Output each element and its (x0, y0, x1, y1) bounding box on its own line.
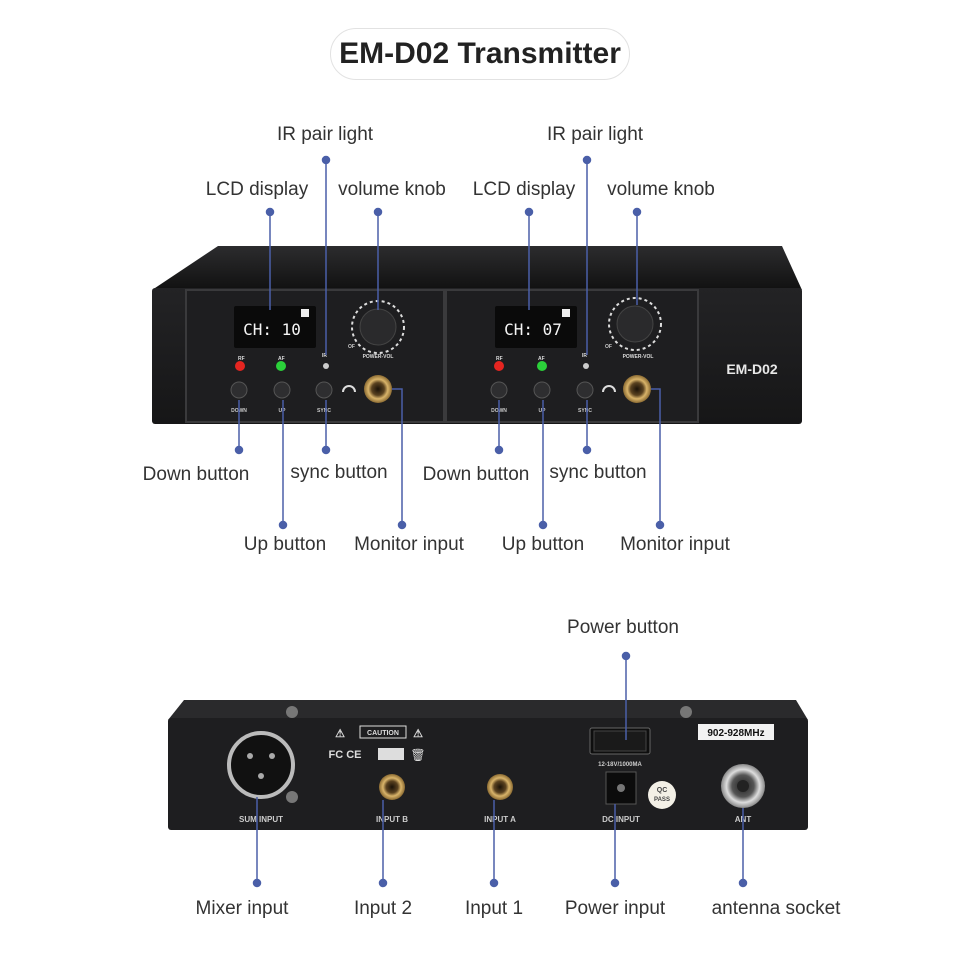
sync-button[interactable] (576, 381, 594, 399)
rf-led (494, 361, 504, 371)
mixer-input-label: Mixer input (195, 898, 289, 919)
xlr-connector[interactable] (227, 731, 295, 799)
brand-label: EM-D02 (726, 361, 778, 377)
down-button-label: Down button (422, 464, 530, 485)
headphone-icon (602, 385, 616, 393)
af-led (537, 361, 547, 371)
caution-box (359, 725, 407, 739)
rear-panel: SUM INPUT CAUTION ⚠ ⚠ FC CE 🗑 INPUT B IN… (168, 700, 808, 830)
pass-label: PASS (654, 797, 670, 803)
af-label: AF (278, 356, 285, 362)
knob-label: POWER-VOL (363, 354, 394, 360)
down-button[interactable] (490, 381, 508, 399)
knob-label: POWER-VOL (623, 354, 654, 360)
device-top-rear (168, 700, 808, 720)
lcd-display (495, 306, 577, 348)
lock-icon (562, 309, 570, 317)
af-label: AF (538, 356, 545, 362)
warning-icon: ⚠ (413, 728, 423, 740)
power-rating-label: 12-18V/1000MA (598, 762, 642, 768)
lcd-text: CH: 07 (504, 320, 562, 339)
ir-led (323, 363, 329, 369)
ir-pair-light-label: IR pair light (546, 124, 644, 145)
channel-2: CH: 07 RF AF IR DOWN UP SYNC OF POWER-VO… (490, 297, 662, 414)
monitor-input-label: Monitor input (620, 534, 730, 555)
volume-knob-label: volume knob (338, 179, 446, 200)
monitor-jack[interactable] (623, 375, 651, 403)
input-2-label: Input 2 (353, 898, 413, 919)
antenna-socket-label: antenna socket (711, 898, 841, 919)
rear-callout-lines (252, 651, 748, 888)
front-panel: EM-D02 CH: 10 RF AF IR DOWN UP SYNC OF P… (152, 246, 802, 424)
rf-label: RF (238, 356, 245, 362)
power-input-label: Power input (564, 898, 666, 919)
sync-button-label: sync button (549, 462, 647, 483)
up-button-label: Up button (501, 534, 585, 555)
input-1-label: Input 1 (464, 898, 524, 919)
sync-button[interactable] (315, 381, 333, 399)
rohs-icon (378, 748, 404, 760)
sum-input-label: SUM INPUT (239, 815, 283, 824)
input-b-label: INPUT B (376, 815, 408, 824)
ir-label: IR (322, 353, 327, 359)
lcd-text: CH: 10 (243, 320, 301, 339)
knob-scale (608, 297, 662, 351)
sync-button-label: sync button (290, 462, 388, 483)
screw (286, 791, 298, 803)
dc-input-label: DC INPUT (602, 815, 640, 824)
device-top (152, 246, 802, 290)
volume-knob[interactable] (616, 305, 654, 343)
up-button-label: Up button (243, 534, 327, 555)
down-button[interactable] (230, 381, 248, 399)
lcd-display (234, 306, 316, 348)
screw (680, 706, 692, 718)
caution-label: CAUTION (367, 730, 399, 737)
input-b-jack[interactable] (379, 774, 405, 800)
ir-label: IR (582, 353, 587, 359)
ir-pair-light-label: IR pair light (276, 124, 374, 145)
power-button-label: Power button (567, 617, 679, 638)
monitor-input-label: Monitor input (354, 534, 464, 555)
ir-led (583, 363, 589, 369)
qc-pass-sticker (648, 781, 676, 809)
headphone-icon (342, 385, 356, 393)
frequency-label-box (698, 724, 774, 740)
up-button[interactable] (273, 381, 291, 399)
up-button[interactable] (533, 381, 551, 399)
input-a-label: INPUT A (484, 815, 516, 824)
volume-knob[interactable] (359, 308, 397, 346)
rf-label: RF (496, 356, 503, 362)
front-callout-lines (234, 155, 665, 530)
page-title: EM-D02 Transmitter (330, 28, 630, 80)
lcd-display-label: LCD display (472, 179, 576, 200)
fcc-ce-icon: FC CE (329, 749, 362, 761)
rf-led (235, 361, 245, 371)
lock-icon (301, 309, 309, 317)
monitor-jack[interactable] (364, 375, 392, 403)
weee-icon: 🗑 (410, 748, 425, 762)
lcd-display-label: LCD display (205, 179, 309, 200)
sync-label: SYNC (317, 408, 331, 414)
frequency-label: 902-928MHz (707, 728, 764, 739)
down-button-label: Down button (142, 464, 250, 485)
off-label: OF (348, 344, 355, 350)
af-led (276, 361, 286, 371)
input-a-jack[interactable] (487, 774, 513, 800)
sync-label: SYNC (578, 408, 592, 414)
volume-knob-label: volume knob (607, 179, 715, 200)
warning-icon: ⚠ (335, 728, 345, 740)
qc-label: QC (657, 787, 668, 794)
off-label: OF (605, 344, 612, 350)
screw (286, 706, 298, 718)
